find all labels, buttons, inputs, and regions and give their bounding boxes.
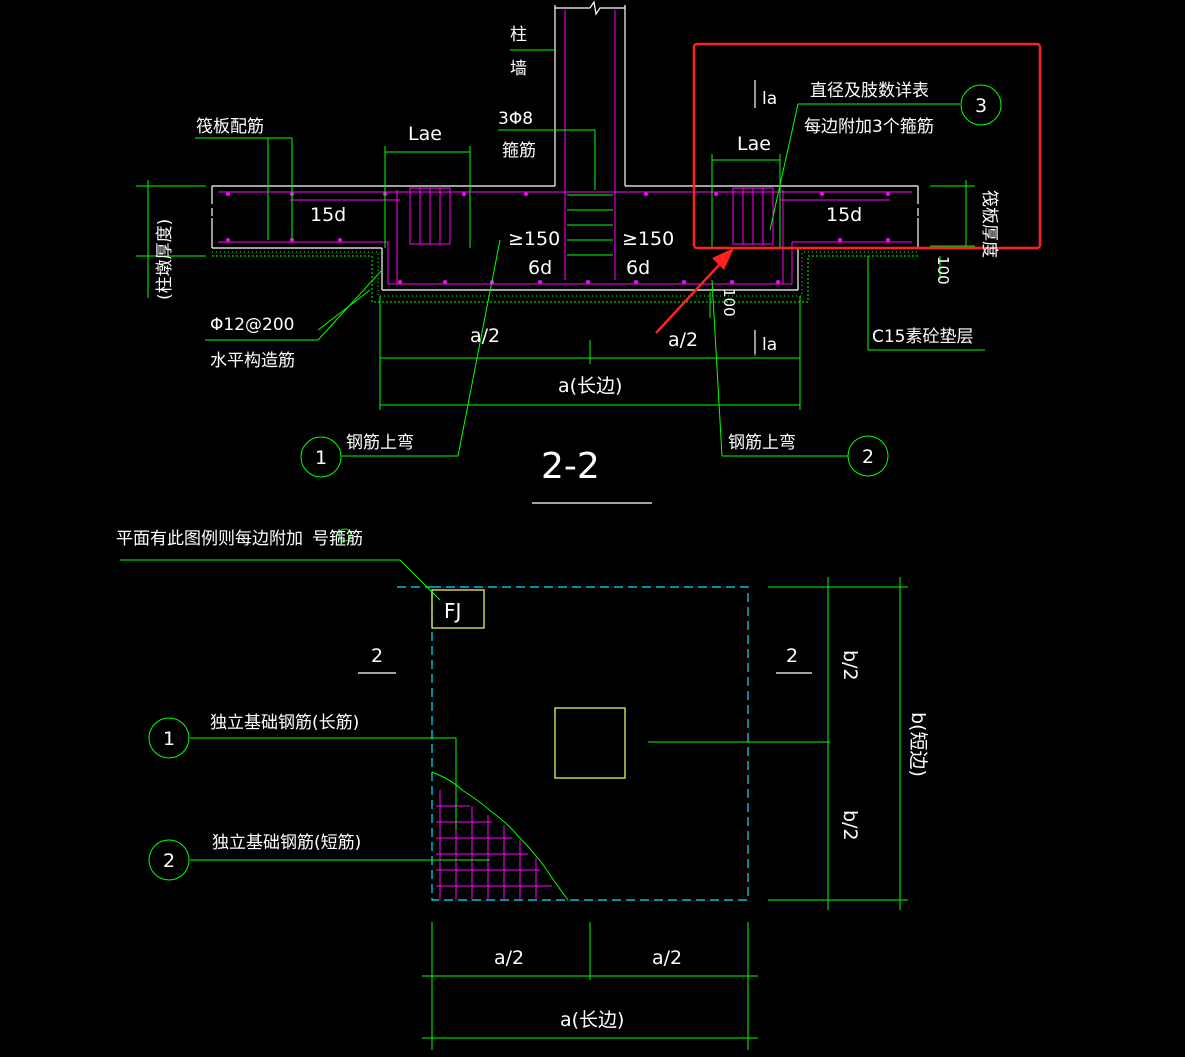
legend-note-tail: 号箍筋: [312, 529, 363, 549]
phi12-label: Φ12@200: [210, 315, 294, 335]
bend-up-2-label: 钢筋上弯: [728, 433, 796, 453]
plan-dimensions: [422, 577, 908, 1050]
plan-a-half-right-label: a/2: [652, 947, 682, 969]
footing-outline: [431, 586, 749, 901]
fj-label: FJ: [444, 599, 461, 623]
section-dimensions: [136, 80, 985, 410]
section-title: 2-2: [541, 446, 600, 487]
circle-2-label: 2: [862, 446, 874, 468]
text-layer: 柱 墙 3Φ8 箍筋 筏板配筋 Lae Lae 15d 15d ≥150 ≥15…: [116, 25, 999, 1031]
raft-thickness-left-label: (柱墩厚度): [155, 219, 175, 300]
mesh: [436, 790, 552, 900]
section-mark-right: 2: [786, 645, 798, 667]
diameter-note: 直径及肢数详表: [810, 81, 929, 101]
section-2-2: [136, 0, 1042, 504]
column-box: [554, 707, 626, 779]
six-d-left-label: 6d: [528, 257, 552, 279]
fifteen-d-right-label: 15d: [826, 204, 862, 226]
ge150-right-label: ≥150: [622, 228, 674, 250]
circle-1-label: 1: [315, 447, 327, 469]
b-half-top-label: b/2: [839, 650, 861, 681]
raft-reinf-label: 筏板配筋: [196, 117, 264, 137]
plan-leaders: [120, 528, 490, 881]
legend-note: 平面有此图例则每边附加: [116, 529, 303, 549]
section-rebar: [218, 187, 912, 285]
la-bottom-label: la: [762, 335, 777, 355]
wall-label: 墙: [510, 59, 527, 79]
per-side-note: 每边附加3个箍筋: [804, 117, 934, 137]
b-half-bottom-label: b/2: [839, 810, 861, 841]
fj-box: [431, 589, 485, 629]
column-wall-outline: [554, 0, 626, 280]
a-half-right-label: a/2: [668, 329, 698, 351]
fifteen-d-left-label: 15d: [310, 204, 346, 226]
stirrup-count-label: 3Φ8: [498, 109, 533, 129]
hundred-left-label: 100: [720, 288, 738, 317]
hundred-right-label: 100: [934, 256, 952, 285]
lae-left-label: Lae: [408, 123, 442, 145]
c15-label: C15素砼垫层: [872, 327, 974, 347]
highlight-arrowhead: [712, 248, 734, 270]
section-mark-left: 2: [371, 645, 383, 667]
plan-view: [120, 528, 908, 1050]
long-bar-label: 独立基础钢筋(长筋): [210, 713, 359, 733]
section-leaders: [195, 49, 1002, 478]
column-label: 柱: [510, 25, 527, 45]
b-short-label: b(短边): [907, 712, 929, 777]
plan-circle-1-label: 1: [163, 728, 175, 750]
highlight-arrow: [655, 252, 731, 334]
raft-thickness-right-label: 筏板厚度: [979, 190, 999, 258]
six-d-right-label: 6d: [626, 257, 650, 279]
a-half-left-label: a/2: [470, 325, 500, 347]
stirrup-label: 箍筋: [502, 141, 536, 161]
a-long-label: a(长边): [558, 375, 622, 397]
short-bar-label: 独立基础钢筋(短筋): [212, 833, 361, 853]
circle-3-label: 3: [975, 95, 987, 117]
plan-circle-2-label: 2: [163, 850, 175, 872]
ge150-left-label: ≥150: [508, 228, 560, 250]
la-top-label: la: [762, 89, 777, 109]
bend-up-1-label: 钢筋上弯: [346, 433, 414, 453]
highlight-box: [692, 42, 1042, 250]
lae-right-label: Lae: [737, 133, 771, 155]
plan-a-long-label: a(长边): [560, 1009, 624, 1031]
plan-a-half-left-label: a/2: [494, 947, 524, 969]
horiz-bar-label: 水平构造筋: [210, 351, 295, 371]
